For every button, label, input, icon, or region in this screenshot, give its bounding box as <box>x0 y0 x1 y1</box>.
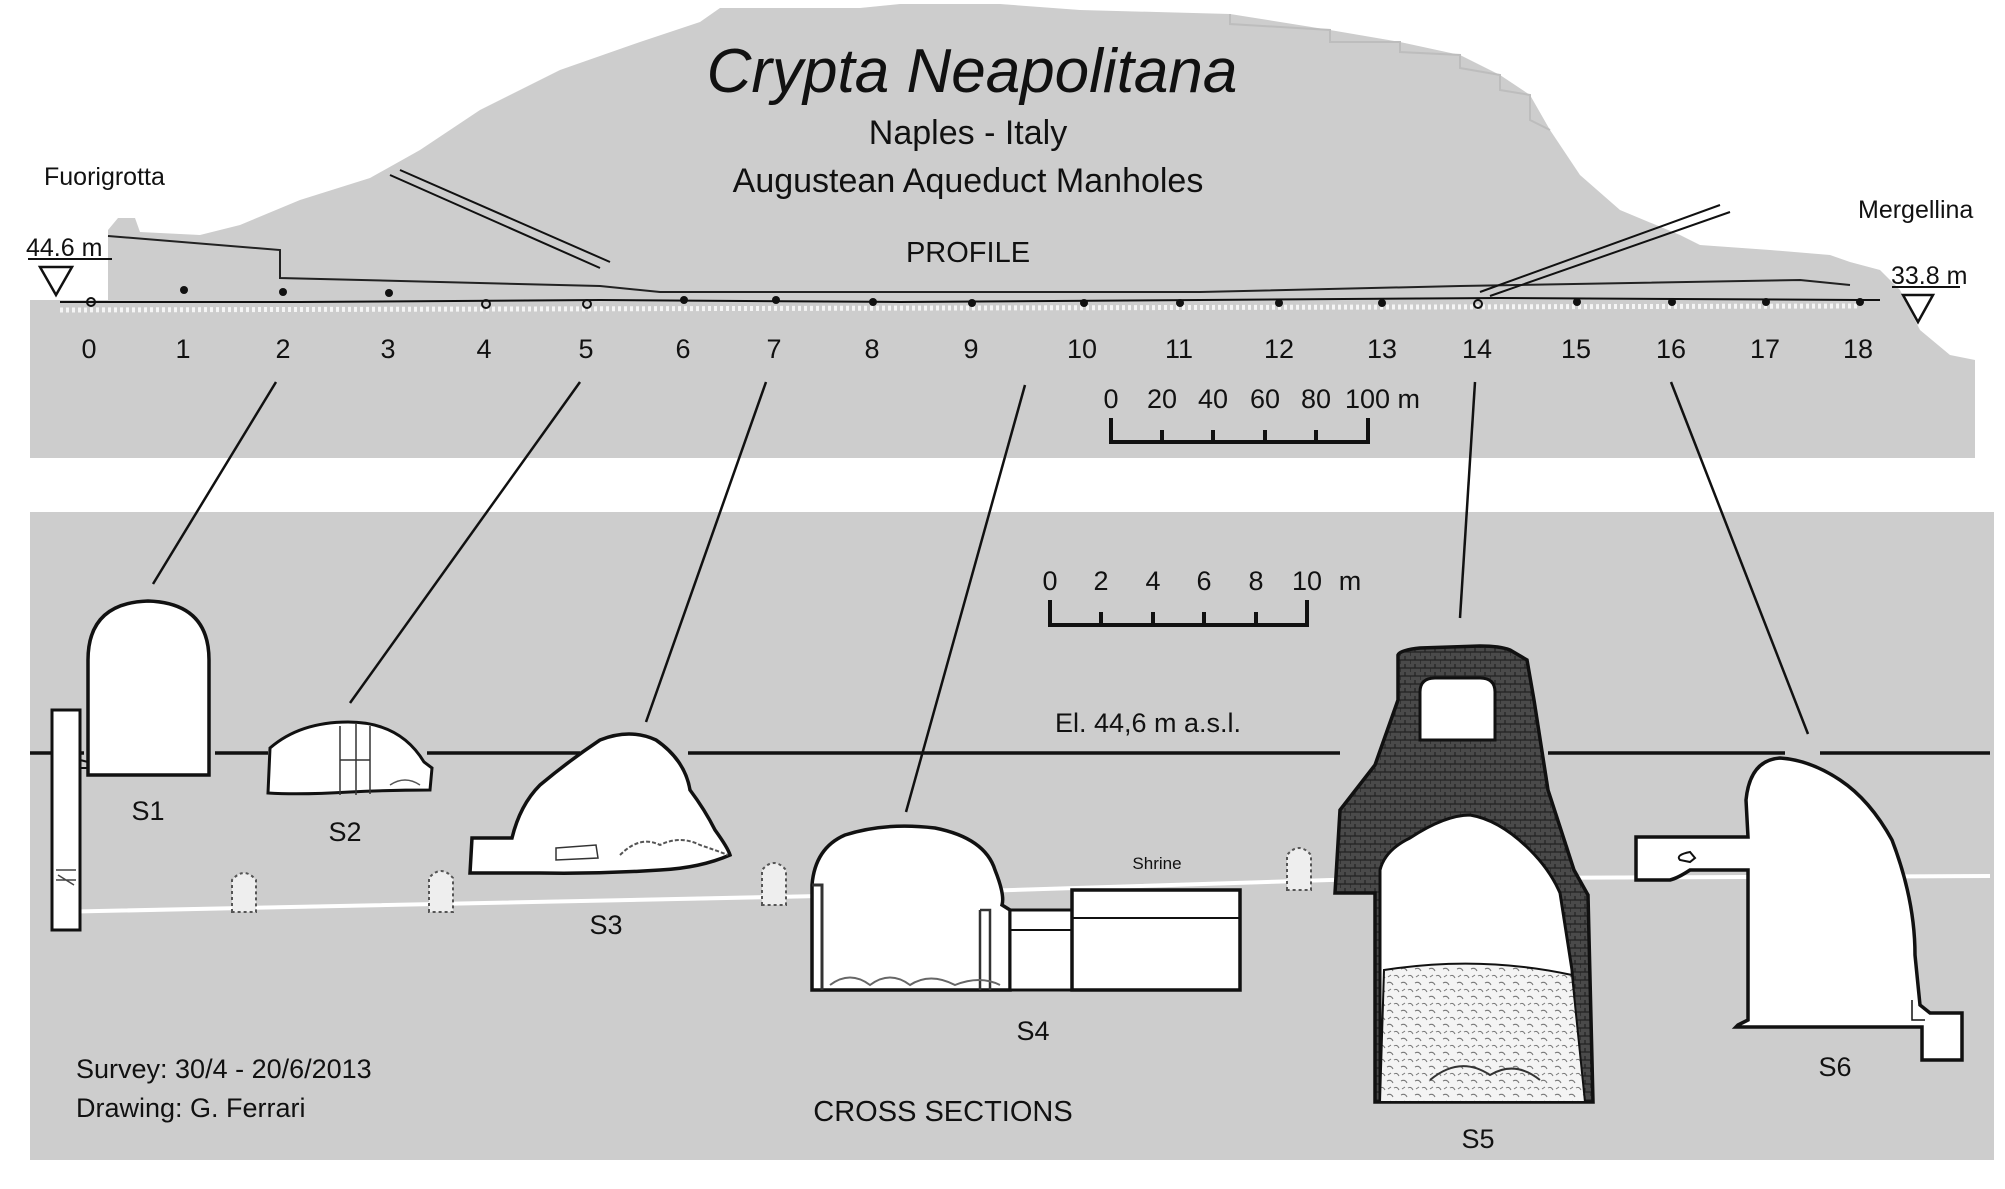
section-scale-tick: 8 <box>1248 566 1263 596</box>
manhole-numbers: 0 1 2 3 4 5 6 7 8 9 10 11 12 13 14 15 16… <box>81 334 1873 364</box>
place-right-label: Mergellina <box>1858 196 1973 224</box>
diagram-subtitle-2: Augustean Aqueduct Manholes <box>733 162 1204 200</box>
profile-scale-bar: 0 20 40 60 80 100 m <box>1103 384 1420 444</box>
section-label-s4: S4 <box>1016 1016 1049 1046</box>
manhole-number: 13 <box>1367 334 1397 364</box>
elevation-marker-right <box>1900 293 1936 325</box>
section-scale-bar: 0 2 4 6 8 10 m <box>1042 566 1362 627</box>
section-label-s2: S2 <box>328 817 361 847</box>
tunnel-floor-dotted <box>59 303 1861 313</box>
section-label-s5: S5 <box>1461 1124 1494 1154</box>
manhole-number: 6 <box>675 334 690 364</box>
diagram-title: Crypta Neapolitana <box>707 37 1238 106</box>
elevation-right-label: 33.8 m <box>1891 262 1967 290</box>
profile-scale-tick: 60 <box>1250 384 1280 414</box>
section-s2 <box>266 720 434 796</box>
section-label-s1: S1 <box>131 796 164 826</box>
profile-label: PROFILE <box>906 237 1030 269</box>
terrain-hill <box>30 4 1975 458</box>
manhole-number: 0 <box>81 334 96 364</box>
shrine-label: Shrine <box>1132 854 1181 873</box>
manhole-number: 10 <box>1067 334 1097 364</box>
profile-scale-tick: 100 m <box>1345 384 1420 414</box>
tunnel-floor <box>60 296 1880 304</box>
manhole-number: 18 <box>1843 334 1873 364</box>
section-scale-tick: 2 <box>1093 566 1108 596</box>
section-scale-tick: 10 <box>1292 566 1322 596</box>
manhole-number: 2 <box>275 334 290 364</box>
section-s3 <box>468 732 733 875</box>
section-s6 <box>1634 756 1964 1062</box>
place-left-label: Fuorigrotta <box>44 163 165 191</box>
elevation-left-label: 44.6 m <box>26 234 102 262</box>
section-s5 <box>1333 644 1595 1104</box>
manhole-number: 11 <box>1165 334 1193 364</box>
profile-scale-tick: 0 <box>1103 384 1118 414</box>
wall-niches <box>231 847 1312 913</box>
profile-panel <box>28 4 1975 458</box>
section-scale-tick: 0 <box>1042 566 1057 596</box>
manhole-number: 12 <box>1264 334 1294 364</box>
manhole-number: 9 <box>963 334 978 364</box>
manhole-number: 3 <box>380 334 395 364</box>
shaft-left <box>389 169 611 269</box>
manhole-number: 8 <box>864 334 879 364</box>
profile-scale-tick: 80 <box>1301 384 1331 414</box>
section-scale-tick: 4 <box>1145 566 1160 596</box>
tunnel-ceiling <box>107 235 1851 293</box>
profile-scale-tick: 40 <box>1198 384 1228 414</box>
section-s4 <box>810 824 1242 992</box>
section-label-s6: S6 <box>1818 1052 1851 1082</box>
leader-lines <box>151 381 1810 813</box>
terrain-steps <box>1229 14 1551 131</box>
manhole-dots <box>86 286 1864 309</box>
cross-sections-label: CROSS SECTIONS <box>813 1096 1072 1128</box>
section-s1 <box>50 599 211 932</box>
manhole-number: 16 <box>1656 334 1686 364</box>
elevation-marker-left <box>37 265 75 298</box>
shaft-right <box>1479 204 1731 297</box>
manhole-number: 1 <box>175 334 190 364</box>
diagram-subtitle: Naples - Italy <box>869 114 1067 152</box>
manhole-number: 17 <box>1750 334 1780 364</box>
manhole-number: 15 <box>1561 334 1591 364</box>
manhole-number: 7 <box>766 334 781 364</box>
survey-credit: Survey: 30/4 - 20/6/2013 <box>76 1054 372 1084</box>
elevation-line-label: El. 44,6 m a.s.l. <box>1055 708 1241 738</box>
section-label-s3: S3 <box>589 910 622 940</box>
manhole-number: 5 <box>578 334 593 364</box>
profile-scale-tick: 20 <box>1147 384 1177 414</box>
drawing-credit: Drawing: G. Ferrari <box>76 1093 306 1123</box>
manhole-number: 14 <box>1462 334 1492 364</box>
manhole-number: 4 <box>476 334 491 364</box>
section-scale-unit: m <box>1339 566 1362 596</box>
section-scale-tick: 6 <box>1196 566 1211 596</box>
